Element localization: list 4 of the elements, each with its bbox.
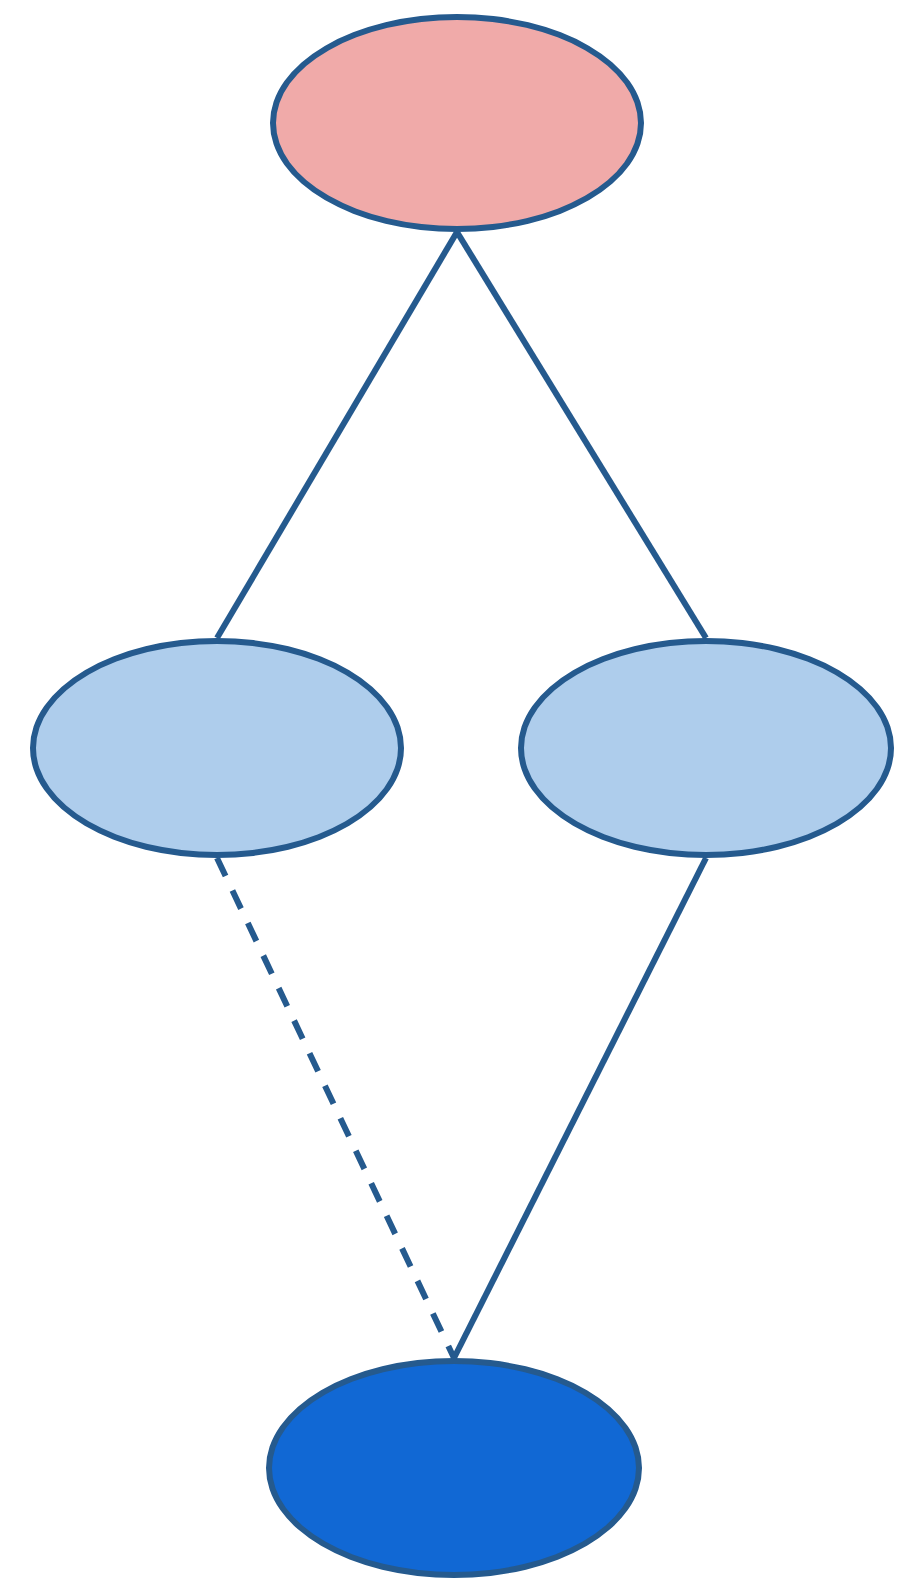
connector-line [214,230,460,640]
dashed-connector [214,856,457,1360]
connector-line [454,230,709,640]
connector-line [451,856,709,1360]
